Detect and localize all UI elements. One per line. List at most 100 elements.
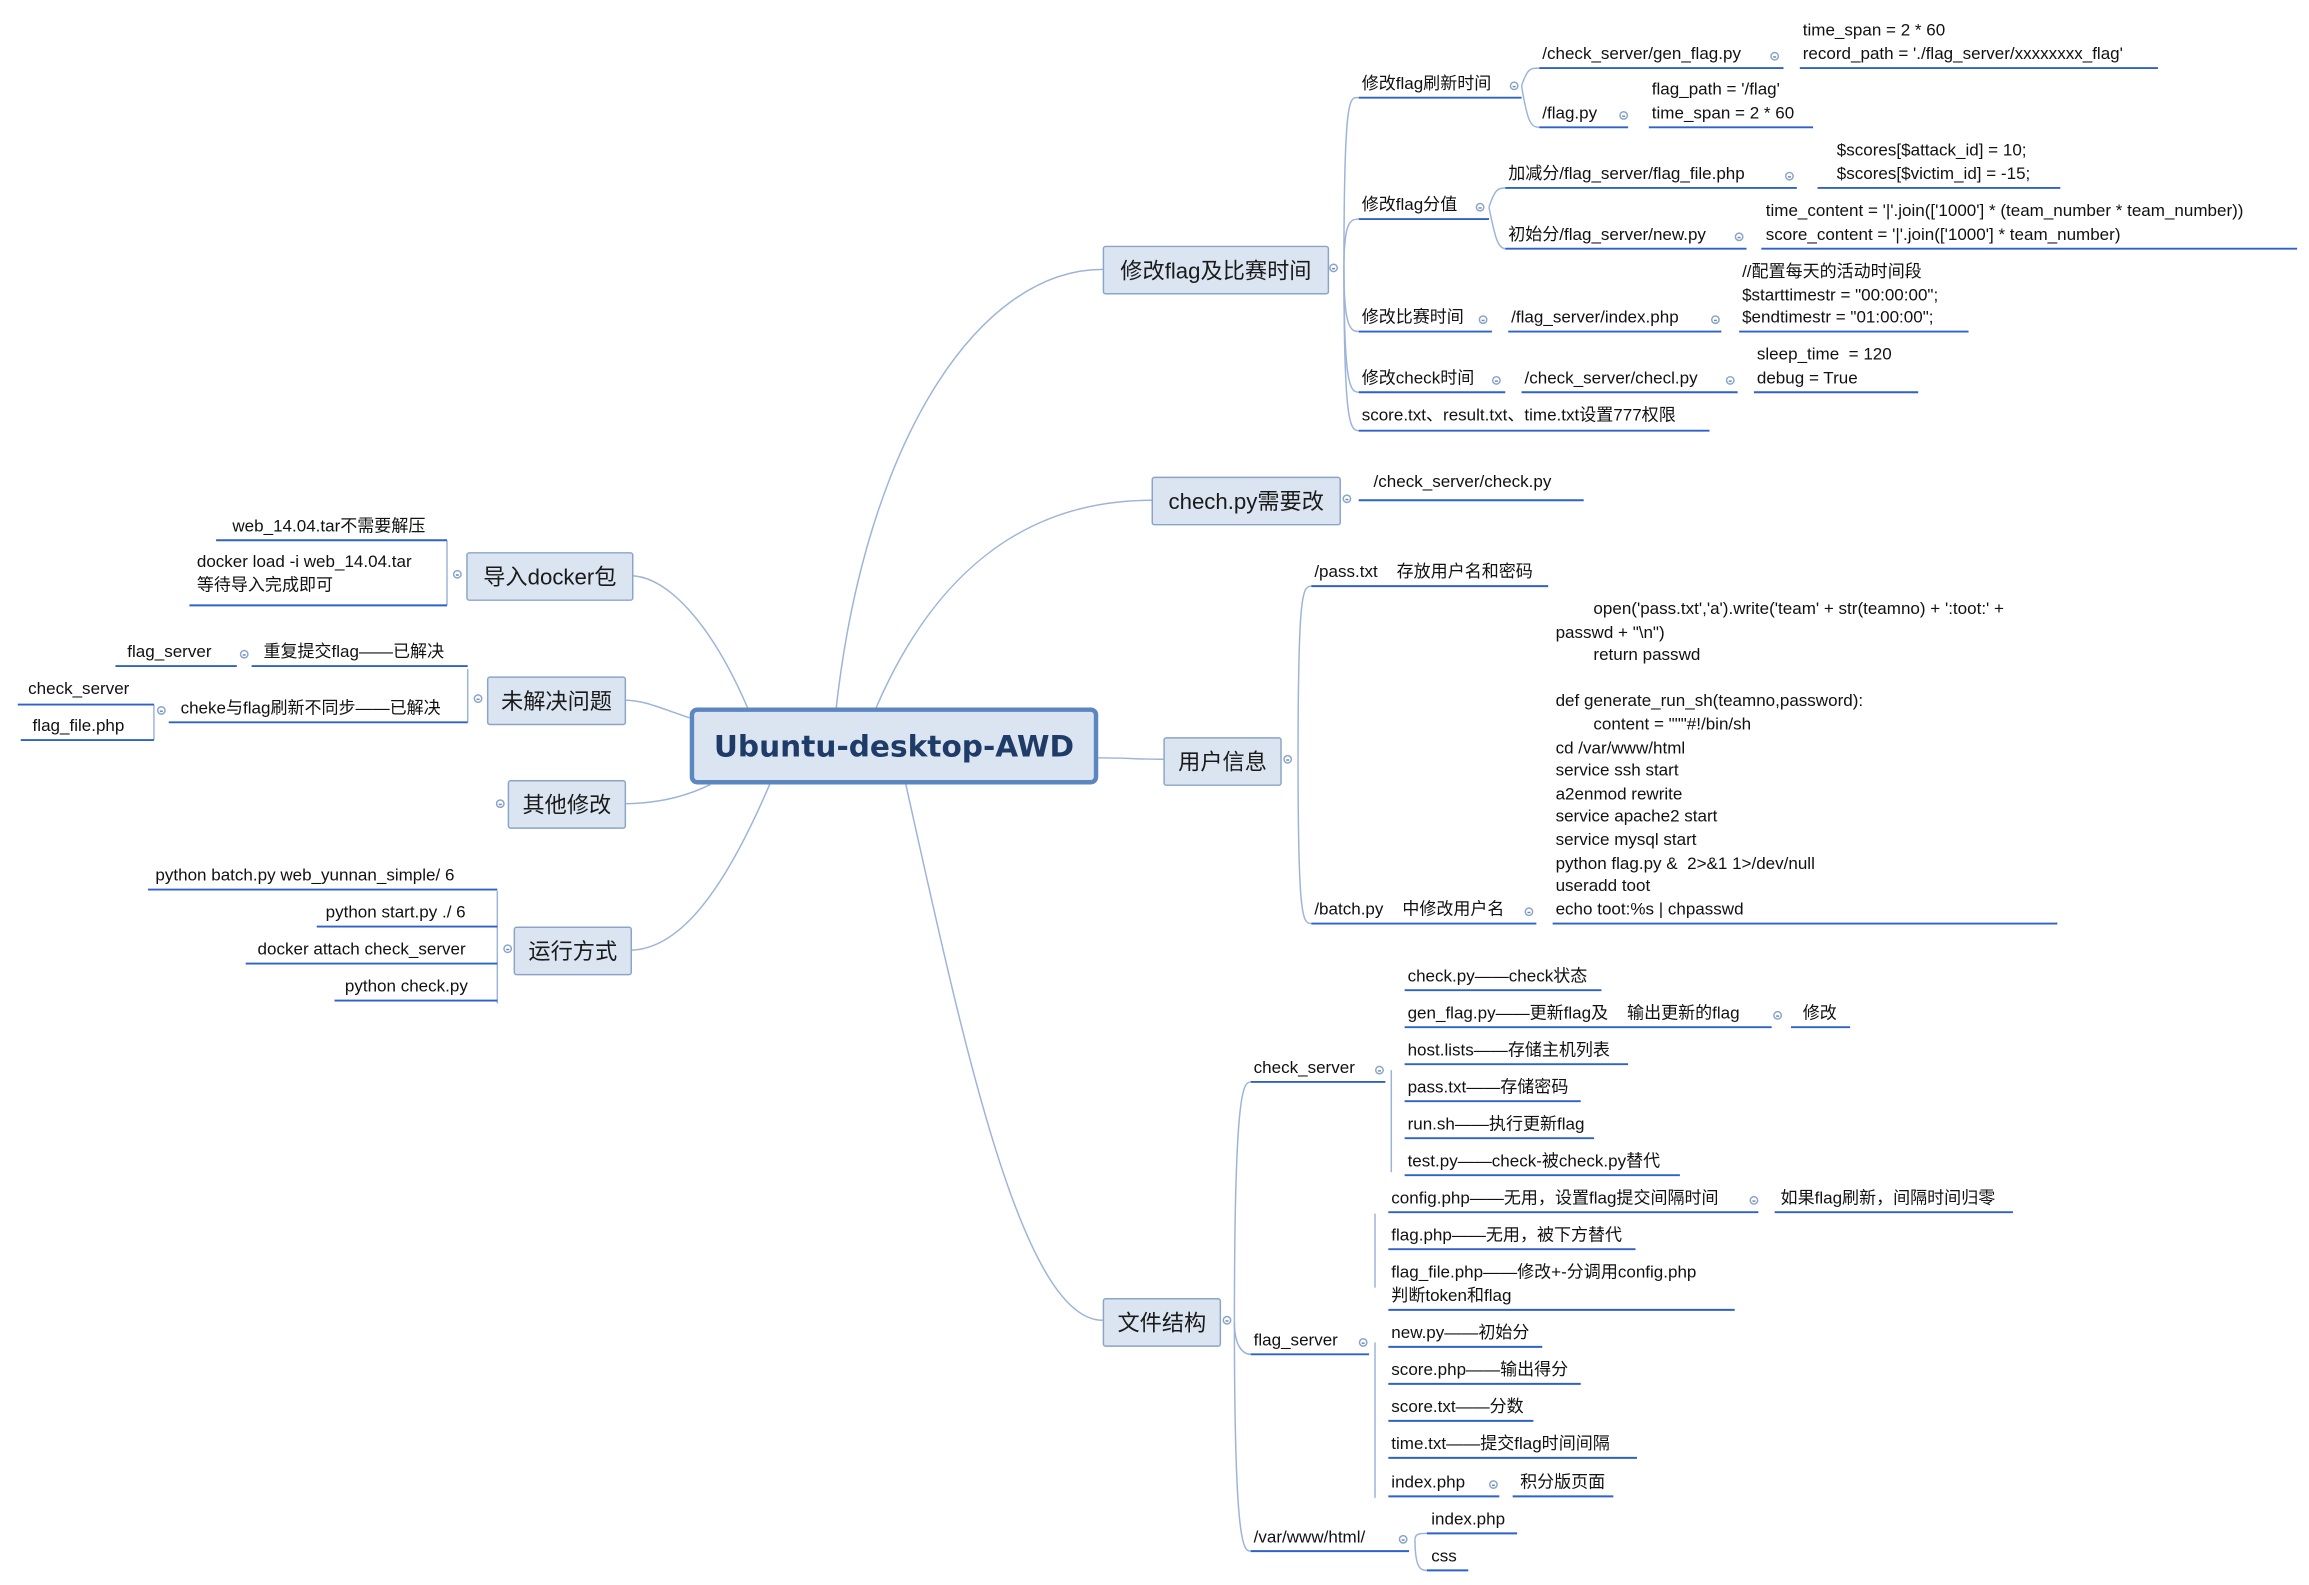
topic-user-info[interactable]: 用户信息 (1163, 737, 1282, 786)
node-gen-flag-path[interactable]: /check_server/gen_flag.py (1542, 45, 1741, 64)
topic-files[interactable]: 文件结构 (1102, 1298, 1222, 1347)
file-score-txt[interactable]: score.txt——分数 (1391, 1398, 1524, 1417)
topic-issues[interactable]: 未解决问题 (486, 676, 627, 726)
docker-no-unzip[interactable]: web_14.04.tar不需要解压 (232, 518, 426, 536)
node-plus-minus-detail[interactable]: $scores[$attack_id] = 10; $scores[$victi… (1836, 142, 2031, 183)
node-refresh-time[interactable]: 修改flag刷新时间 (1361, 75, 1492, 94)
node-match-time-path[interactable]: /flag_server/index.php (1511, 309, 1679, 328)
collapse-toggle-match-path[interactable] (1710, 315, 1720, 325)
collapse-toggle-config[interactable] (1749, 1195, 1759, 1205)
docker-load-cmd[interactable]: docker load -i web_14.04.tar 等待导入完成即可 (196, 553, 412, 595)
branch-check-fix (875, 499, 1152, 708)
topic-docker[interactable]: 导入docker包 (466, 552, 634, 601)
node-permissions[interactable]: score.txt、result.txt、time.txt设置777权限 (1361, 407, 1676, 425)
topic-check-fix[interactable]: chech.py需要改 (1151, 476, 1341, 526)
node-score-value[interactable]: 修改flag分值 (1361, 196, 1458, 215)
run-start[interactable]: python start.py ./ 6 (325, 904, 466, 923)
node-plus-minus-path[interactable]: 加减分/flag_server/flag_file.php (1508, 165, 1745, 184)
note-scoreboard[interactable]: 积分版页面 (1520, 1474, 1606, 1492)
node-match-time[interactable]: 修改比赛时间 (1361, 309, 1464, 328)
node-check-time-path[interactable]: /check_server/checl.py (1524, 370, 1698, 388)
collapse-toggle-files[interactable] (1222, 1315, 1232, 1325)
sub-match (1343, 269, 1359, 333)
topic-flag-time[interactable]: 修改flag及比赛时间 (1102, 245, 1330, 295)
collapse-toggle-flag-time[interactable] (1329, 263, 1339, 273)
collapse-toggle-batch[interactable] (1524, 907, 1534, 917)
node-www-dir[interactable]: /var/www/html/ (1253, 1528, 1366, 1547)
node-match-time-detail[interactable]: //配置每天的活动时间段 $starttimestr = "00:00:00";… (1742, 263, 1939, 328)
file-flag-php[interactable]: flag.php——无用，被下方替代 (1391, 1227, 1623, 1245)
node-batch-code[interactable]: open('pass.txt','a').write('team' + str(… (1555, 600, 2004, 919)
collapse-toggle-index[interactable] (1488, 1480, 1498, 1489)
node-gen-flag-detail[interactable]: time_span = 2 * 60 record_path = './flag… (1802, 22, 2123, 64)
collapse-toggle-check-time[interactable] (1491, 375, 1501, 385)
sub-perm (1343, 269, 1359, 432)
collapse-toggle-flag-server[interactable] (1358, 1338, 1368, 1347)
node-check-time[interactable]: 修改check时间 (1361, 370, 1475, 388)
collapse-toggle-refresh[interactable] (1509, 81, 1519, 91)
file-score-php[interactable]: score.php——输出得分 (1391, 1361, 1569, 1380)
node-check-time-detail[interactable]: sleep_time = 120 debug = True (1756, 346, 1892, 388)
collapse-toggle-issues[interactable] (473, 694, 483, 704)
file-www-css[interactable]: css (1431, 1548, 1457, 1566)
node-batch-py[interactable]: /batch.py 中修改用户名 (1314, 901, 1505, 920)
node-check-py-path[interactable]: /check_server/check.py (1373, 473, 1552, 492)
issue-resubmit[interactable]: 重复提交flag——已解决 (263, 643, 445, 662)
node-flag-py-path[interactable]: /flag.py (1542, 105, 1598, 123)
node-init-path[interactable]: 初始分/flag_server/new.py (1508, 226, 1706, 245)
file-time-txt[interactable]: time.txt——提交flag时间间隔 (1391, 1435, 1610, 1454)
file-check-py[interactable]: check.py——check状态 (1407, 967, 1588, 986)
file-gen-flag-py[interactable]: gen_flag.py——更新flag及 输出更新的flag (1407, 1004, 1740, 1023)
file-run-sh[interactable]: run.sh——执行更新flag (1407, 1115, 1585, 1134)
sub-www-css (1414, 1539, 1427, 1572)
collapse-toggle-init[interactable] (1734, 232, 1744, 242)
node-flag-py-detail[interactable]: flag_path = '/flag' time_span = 2 * 60 (1651, 81, 1795, 123)
issue-ref-flag-server[interactable]: flag_server (127, 643, 212, 662)
file-host-lists[interactable]: host.lists——存储主机列表 (1407, 1041, 1610, 1060)
central-topic[interactable]: Ubuntu-desktop-AWD (689, 707, 1099, 785)
sub-flag-server (1233, 1321, 1251, 1356)
collapse-toggle-check-path[interactable] (1725, 375, 1735, 385)
node-flag-server-dir[interactable]: flag_server (1253, 1332, 1338, 1350)
run-attach[interactable]: docker attach check_server (257, 941, 466, 960)
file-www-index[interactable]: index.php (1431, 1511, 1506, 1529)
collapse-toggle-www[interactable] (1398, 1534, 1408, 1544)
file-test-py[interactable]: test.py——check-被check.py替代 (1407, 1152, 1661, 1171)
collapse-toggle-check-server[interactable] (1375, 1065, 1384, 1075)
node-init-detail[interactable]: time_content = '|'.join(['1000'] * (team… (1765, 202, 2244, 244)
note-gen-flag-modify[interactable]: 修改 (1802, 1004, 1837, 1023)
collapse-toggle-plus-minus[interactable] (1785, 171, 1794, 181)
collapse-toggle-flag-py[interactable] (1619, 111, 1629, 120)
run-batch[interactable]: python batch.py web_yunnan_simple/ 6 (155, 867, 455, 886)
topic-run[interactable]: 运行方式 (513, 926, 633, 976)
collapse-toggle-gen-flag[interactable] (1770, 51, 1780, 61)
run-check[interactable]: python check.py (344, 978, 468, 997)
collapse-toggle-gen-flag-file[interactable] (1773, 1010, 1783, 1020)
issue-ref-flag-file[interactable]: flag_file.php (32, 717, 125, 736)
sub-plus-minus (1488, 187, 1506, 208)
collapse-toggle-match-time[interactable] (1478, 315, 1488, 325)
collapse-toggle-issue2[interactable] (156, 706, 166, 715)
note-config-reset[interactable]: 如果flag刷新，间隔时间归零 (1780, 1190, 1996, 1208)
collapse-toggle-score[interactable] (1475, 202, 1485, 212)
branch-user-info (1098, 757, 1164, 761)
collapse-toggle-run[interactable] (503, 944, 513, 954)
collapse-toggle-docker[interactable] (452, 569, 462, 579)
file-pass-txt[interactable]: pass.txt——存储密码 (1407, 1078, 1569, 1097)
sub-score (1343, 218, 1359, 270)
file-config-php[interactable]: config.php——无用，设置flag提交间隔时间 (1391, 1190, 1719, 1208)
collapse-toggle-issue1[interactable] (239, 649, 249, 659)
node-check-server-dir[interactable]: check_server (1253, 1059, 1355, 1078)
file-new-py[interactable]: new.py——初始分 (1391, 1324, 1530, 1343)
issue-desync[interactable]: cheke与flag刷新不同步——已解决 (180, 700, 441, 718)
issue-ref-check-server[interactable]: check_server (28, 680, 130, 699)
collapse-toggle-user-info[interactable] (1283, 754, 1293, 764)
topic-other[interactable]: 其他修改 (507, 780, 627, 829)
collapse-toggle-check-fix[interactable] (1342, 494, 1352, 504)
file-flag-file-php[interactable]: flag_file.php——修改+-分调用config.php 判断token… (1391, 1264, 1697, 1305)
node-pass-txt[interactable]: /pass.txt 存放用户名和密码 (1314, 563, 1533, 582)
file-index-php[interactable]: index.php (1391, 1474, 1466, 1492)
collapse-toggle-other[interactable] (495, 799, 505, 809)
